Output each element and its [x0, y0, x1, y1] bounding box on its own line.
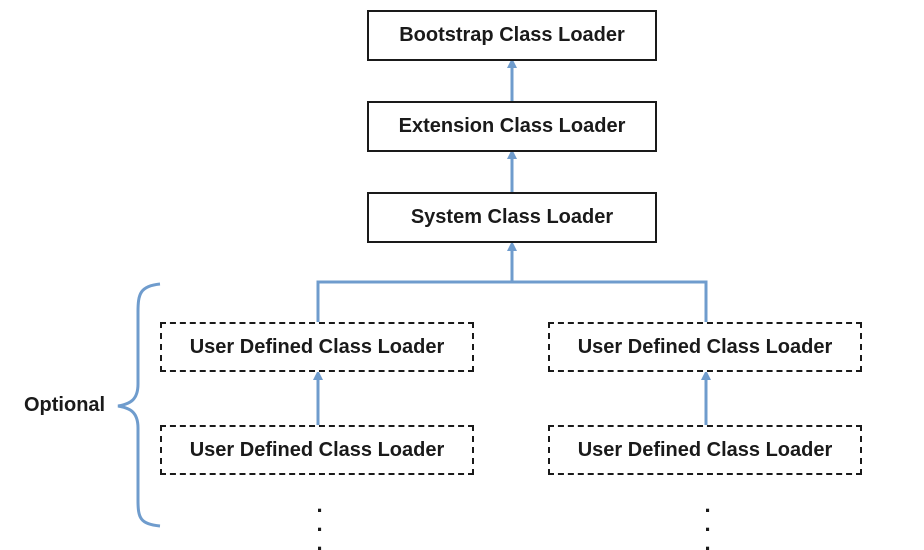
- system-class-loader-label: System Class Loader: [410, 206, 614, 228]
- bootstrap-class-loader-box: Bootstrap Class Loader: [367, 10, 657, 61]
- ellipsis-right: ...: [695, 492, 720, 549]
- optional-label: Optional: [24, 394, 106, 416]
- user-defined-class-loader-right-2: User Defined Class Loader: [548, 425, 862, 475]
- extension-class-loader-box: Extension Class Loader: [367, 101, 657, 152]
- bootstrap-class-loader-label: Bootstrap Class Loader: [399, 24, 625, 46]
- user-defined-class-loader-label: User Defined Class Loader: [577, 438, 833, 461]
- ellipsis-left: ...: [307, 492, 332, 549]
- user-defined-class-loader-label: User Defined Class Loader: [189, 438, 445, 461]
- connector-user-left-to-system: [316, 280, 512, 322]
- user-defined-class-loader-right-1: User Defined Class Loader: [548, 322, 862, 372]
- user-defined-class-loader-label: User Defined Class Loader: [577, 335, 833, 358]
- connector-user-right-to-system: [512, 280, 708, 322]
- user-defined-class-loader-label: User Defined Class Loader: [189, 335, 445, 358]
- system-class-loader-box: System Class Loader: [367, 192, 657, 243]
- user-defined-class-loader-left-2: User Defined Class Loader: [160, 425, 474, 475]
- optional-brace: [117, 282, 161, 528]
- extension-class-loader-label: Extension Class Loader: [398, 115, 626, 137]
- user-defined-class-loader-left-1: User Defined Class Loader: [160, 322, 474, 372]
